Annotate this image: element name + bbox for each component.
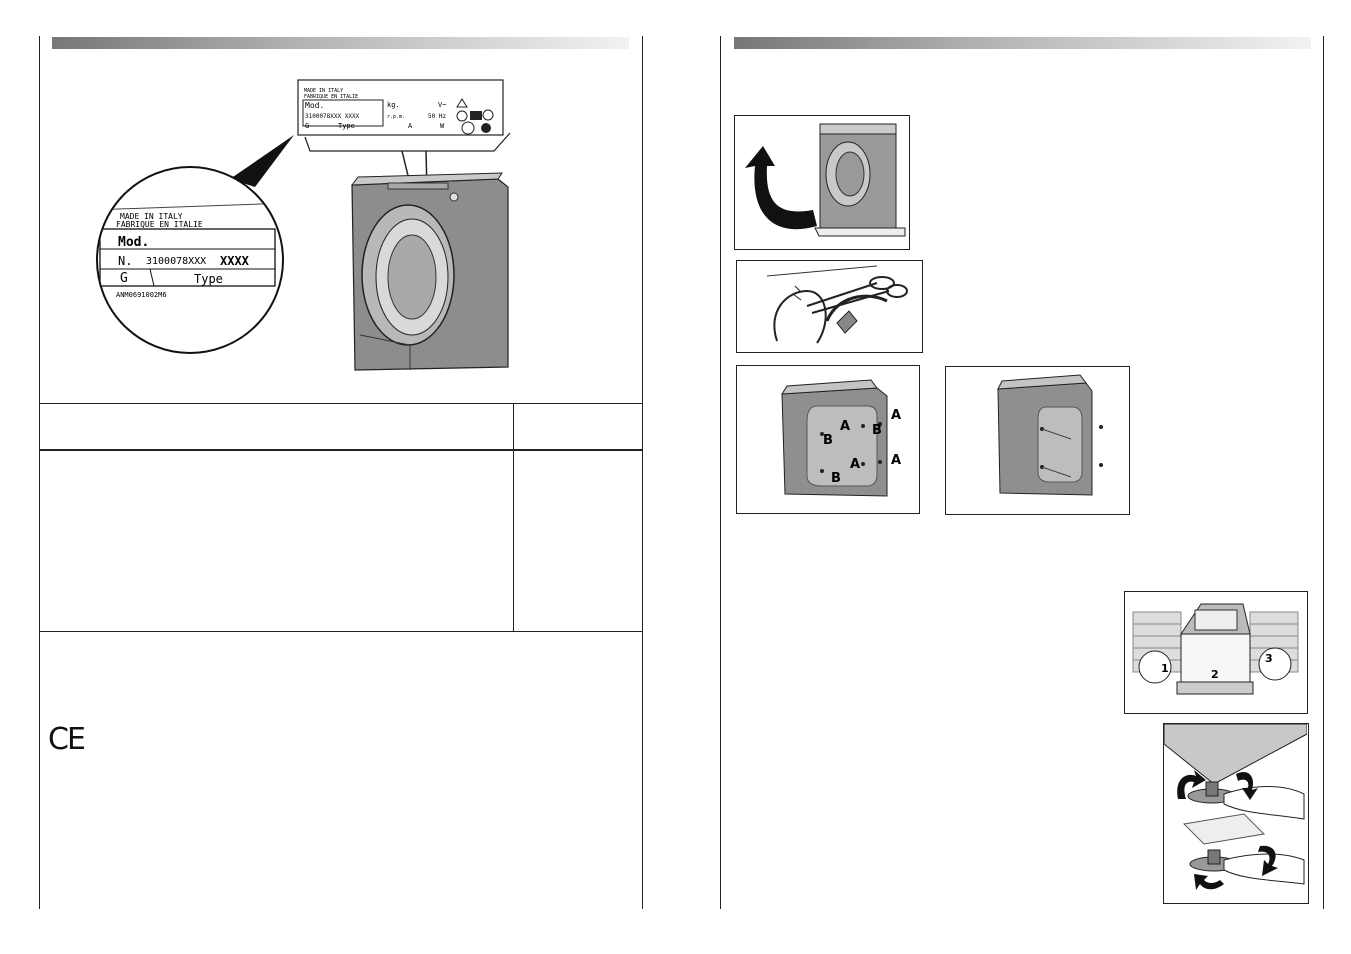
left-header-bar [52,37,629,49]
ce-mark: CE [48,722,86,757]
figure-cut-cable-tie [736,260,923,353]
figure-remove-packaging-base [734,115,910,250]
magnified-fabrique: FABRIQUE EN ITALIE [116,220,203,229]
small-plate-fabrique: FABRIQUE EN ITALIE [304,94,358,100]
left-page-right-rule [642,36,643,909]
magnified-g: G [120,271,128,286]
step-2-label: 2 [1211,668,1219,681]
small-plate-type: Type [338,122,355,130]
small-plate-hz: 50 Hz [428,113,446,120]
small-plate-kg: kg. [387,101,400,109]
step-3-label: 3 [1265,652,1273,665]
small-plate-made: MADE IN ITALY [304,88,343,94]
curved-arrow-icon [745,146,817,230]
right-header-bar [734,37,1311,49]
label-a-2: A [850,457,860,472]
table-column-divider [513,403,514,631]
left-page-left-rule [39,36,40,909]
small-plate-w: W [440,122,445,130]
small-plate-v: V~ [438,101,446,109]
label-a-3: A [891,408,901,423]
magnified-made: MADE IN ITALY [120,212,183,221]
small-plate-g: G [305,122,309,130]
right-page-left-rule [720,36,721,909]
label-b-2: B [831,471,841,486]
label-b-1: B [823,433,833,448]
figure-adjust-feet [1163,723,1309,904]
small-plate-a: A [408,122,413,130]
figure-transport-bolts-with-spacers: A B A B A B A [736,365,920,514]
washing-machine-drawing [350,172,509,371]
label-a-4: A [891,453,901,468]
magnified-type: Type [194,272,223,286]
cut-flash-icon [791,285,802,301]
label-a-1: A [840,419,850,434]
magnified-serial-suffix: XXXX [220,254,250,268]
figure-transport-bolts-removed [945,366,1130,515]
table-top-rule [39,403,642,404]
magnified-code: ANM0691002M6 [116,291,167,299]
rotate-arrow-left-icon [1177,770,1206,799]
table-header-rule [39,449,642,451]
step-1-label: 1 [1161,662,1169,675]
table-bottom-rule [39,631,642,632]
label-b-3: B [872,423,882,438]
rating-plate-illustration: MADE IN ITALY FABRIQUE EN ITALIE Mod. 31… [96,79,511,371]
rotate-arrow-bottom-left-icon [1194,874,1224,890]
magnified-n: N. [118,254,132,268]
magnifier-circle [96,166,284,354]
magnified-serial: 3100078XXX [146,256,206,267]
small-plate-rpm: r.p.m. [387,114,405,120]
right-page-right-rule [1323,36,1324,909]
small-plate-mod: Mod. [305,101,324,110]
rotate-arrow-down-icon [1258,845,1278,876]
small-plate-serial: 3100078XXX XXXX [305,113,360,120]
magnified-mod: Mod. [118,235,149,250]
rotate-arrow-right-icon [1236,771,1258,800]
figure-levelling-position: 1 2 3 [1124,591,1308,714]
